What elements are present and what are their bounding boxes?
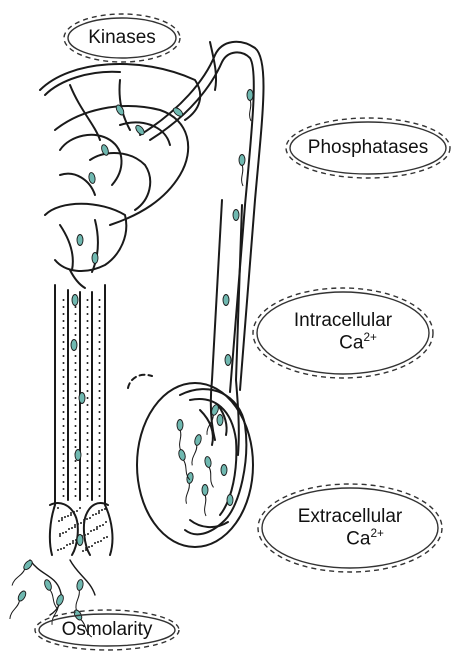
- kinases-label: Kinases: [64, 24, 180, 52]
- extracellular-label: Extracellular Ca2+: [264, 496, 436, 562]
- kinases-text: Kinases: [88, 28, 156, 49]
- intracellular-word: Intracellular: [294, 311, 392, 332]
- phosphatases-text: Phosphatases: [308, 138, 428, 159]
- extracellular-ion: Ca2+: [316, 528, 384, 550]
- osmolarity-text: Osmolarity: [62, 620, 153, 641]
- intracellular-label: Intracellular Ca2+: [258, 300, 428, 366]
- intracellular-ion: Ca2+: [309, 332, 377, 354]
- extracellular-word: Extracellular: [298, 507, 403, 528]
- osmolarity-label: Osmolarity: [37, 617, 177, 643]
- phosphatases-label: Phosphatases: [286, 134, 450, 162]
